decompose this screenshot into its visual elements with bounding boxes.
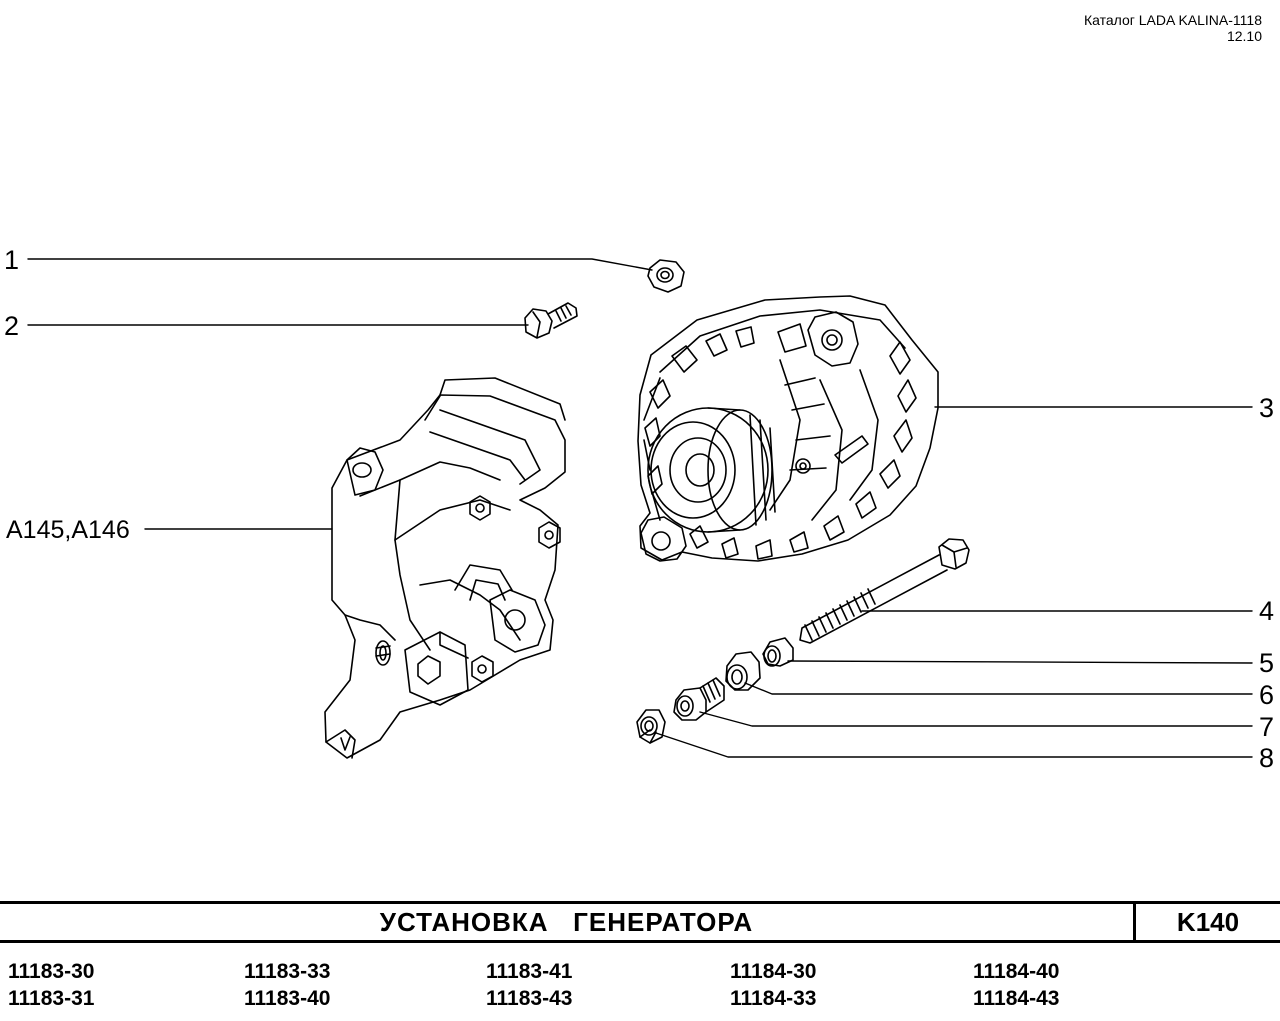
part-4-long-bolt: [799, 538, 970, 644]
model-code: 11183-40: [244, 987, 331, 1010]
callout-6: 6: [1259, 680, 1275, 710]
part-8-nut: [636, 709, 666, 744]
leader-line-1: [27, 258, 653, 271]
model-code: 11183-30: [8, 960, 95, 983]
leader-line-8: [655, 732, 1253, 758]
part-7-threaded-bushing: [673, 677, 725, 721]
model-column: 11183-33 11183-40: [244, 958, 330, 1012]
bracket-a145-a146: [324, 377, 566, 759]
leader-line-5: [787, 660, 1253, 664]
callout-1: 1: [4, 245, 20, 275]
model-column: 11183-41 11183-43: [486, 958, 572, 1012]
callout-bracket: A145,A146: [6, 516, 130, 544]
leader-lines: [27, 258, 1253, 758]
model-column: 11184-30 11184-33: [730, 958, 816, 1012]
model-code: 11183-31: [8, 987, 95, 1010]
section-code: K140: [1176, 907, 1240, 937]
callout-2: 2: [4, 311, 20, 341]
callout-5: 5: [1259, 648, 1275, 678]
title-divider: [1133, 904, 1136, 940]
parts-diagram: [27, 258, 1253, 759]
part-5-bushing: [762, 637, 794, 667]
callout-3: 3: [1259, 393, 1275, 423]
section-title: УСТАНОВКА ГЕНЕРАТОРА: [379, 907, 754, 937]
model-column: 11183-30 11183-31: [8, 958, 94, 1012]
part-1-nut: [647, 259, 685, 293]
model-code: 11184-43: [973, 987, 1060, 1010]
model-code: 11184-40: [973, 960, 1060, 983]
catalog-title: Каталог LADA KALINA-1118: [1083, 12, 1262, 28]
leader-line-7: [699, 711, 1253, 727]
callout-8: 8: [1259, 743, 1275, 773]
model-code: 11184-30: [730, 960, 817, 983]
leader-line-6: [744, 682, 1253, 695]
model-code: 11183-41: [486, 960, 573, 983]
callout-7: 7: [1259, 712, 1275, 742]
catalog-date: 12.10: [1226, 28, 1262, 44]
part-6-sleeve: [725, 651, 761, 691]
part-2-bolt: [524, 302, 578, 339]
catalog-header: Каталог LADA KALINA-1118 12.10: [1084, 12, 1262, 44]
model-column: 11184-40 11184-43: [973, 958, 1059, 1012]
title-bar: УСТАНОВКА ГЕНЕРАТОРА K140: [0, 901, 1280, 943]
model-code: 11184-33: [730, 987, 817, 1010]
model-code: 11183-43: [486, 987, 573, 1010]
callout-4: 4: [1259, 596, 1275, 626]
model-code: 11183-33: [244, 960, 331, 983]
part-3-generator: [637, 295, 939, 562]
